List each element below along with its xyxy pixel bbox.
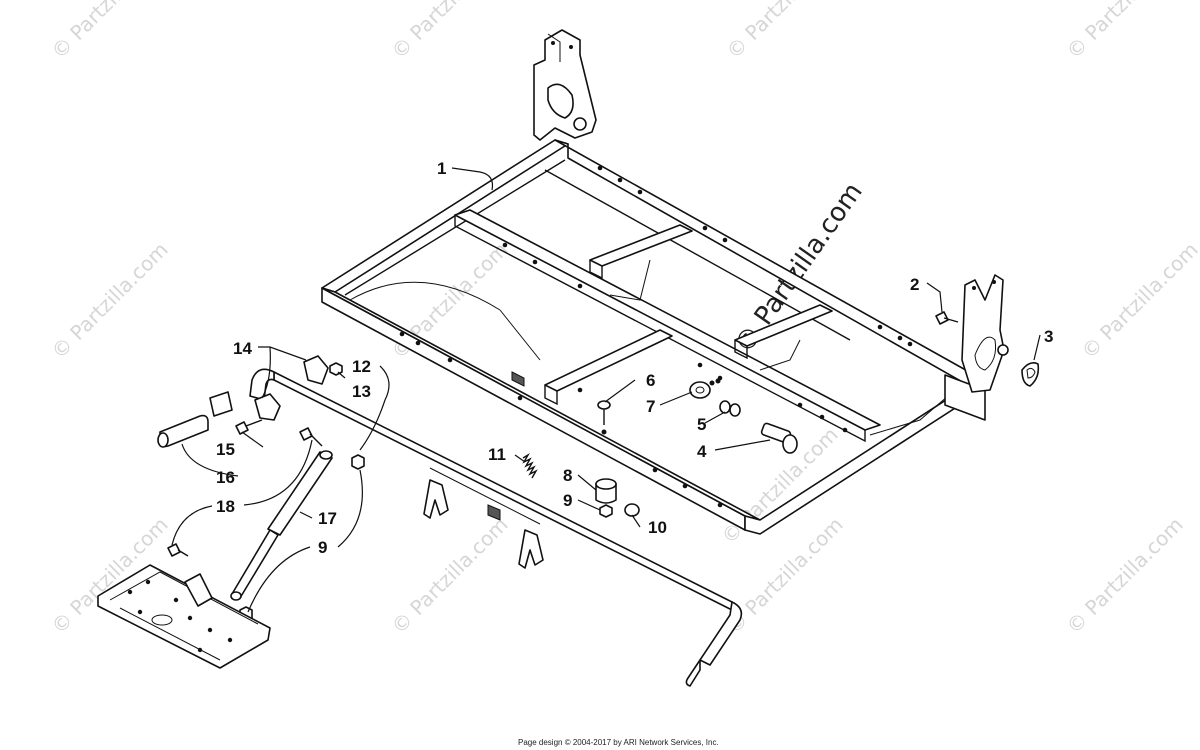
plug-part-6 (597, 400, 611, 435)
callout-9[interactable]: 9 (563, 491, 572, 510)
callout-15[interactable]: 15 (216, 440, 235, 459)
bar-part-12 (209, 368, 743, 687)
callout-8[interactable]: 8 (563, 466, 572, 485)
strut-part-17 (230, 450, 333, 601)
spacer-part-10 (624, 503, 640, 517)
clip-part-3 (1021, 362, 1040, 387)
grip-part-16 (157, 414, 209, 448)
callout-11[interactable]: 11 (488, 445, 506, 464)
callout-5[interactable]: 5 (697, 415, 706, 434)
callout-16[interactable]: 16 (216, 468, 235, 487)
mount-part-8 (595, 478, 617, 504)
callout-18[interactable]: 18 (216, 497, 235, 516)
callout-2[interactable]: 2 (910, 275, 919, 294)
watermark: © Partzilla.com (47, 237, 173, 363)
clamp-part-14 (254, 355, 329, 421)
bolt-part-2 (935, 311, 959, 325)
callout-1[interactable]: 1 (437, 159, 446, 178)
watermark: © Partzilla.com (1062, 512, 1188, 638)
front-mount-bracket (533, 29, 597, 141)
callouts: 1 2 3 4 5 6 7 8 9 10 11 12 13 14 15 16 1… (216, 159, 1053, 557)
callout-10[interactable]: 10 (648, 518, 667, 537)
watermark: © Partzilla.com (1062, 0, 1188, 64)
leader-lines (171, 167, 1041, 613)
copyright-footer: Page design © 2004-2017 by ARI Network S… (518, 738, 719, 747)
bolt-part-15 (235, 419, 263, 435)
bushing-part-7 (689, 378, 721, 399)
watermark: © Partzilla.com (722, 0, 848, 64)
callout-4[interactable]: 4 (697, 442, 707, 461)
nut-part-9 (599, 504, 613, 518)
callout-12[interactable]: 12 (352, 357, 371, 376)
callout-3[interactable]: 3 (1044, 327, 1053, 346)
main-frame (321, 139, 986, 535)
watermark-layer: © Partzilla.com © Partzilla.com © Partzi… (47, 0, 1200, 639)
watermark: © Partzilla.com (47, 0, 173, 64)
watermark: © Partzilla.com (1077, 237, 1200, 363)
callout-13[interactable]: 13 (352, 382, 371, 401)
callout-14[interactable]: 14 (233, 339, 252, 358)
rear-mount-bracket (961, 274, 1009, 393)
callout-7[interactable]: 7 (646, 397, 655, 416)
frame-holes (399, 165, 913, 508)
pin-part-4 (760, 422, 798, 454)
watermark: © Partzilla.com (387, 0, 513, 64)
pedal-plate (97, 564, 271, 669)
watermark: © Partzilla.com (387, 512, 513, 638)
spring-part-11 (522, 453, 538, 479)
callout-9b[interactable]: 9 (318, 538, 327, 557)
callout-6[interactable]: 6 (646, 371, 655, 390)
washer-part-5 (719, 400, 741, 417)
callout-17[interactable]: 17 (318, 509, 337, 528)
watermark-main: © Partzilla.com (729, 177, 869, 359)
bolt-part-18 (167, 427, 323, 557)
nut-part-13 (329, 362, 343, 376)
